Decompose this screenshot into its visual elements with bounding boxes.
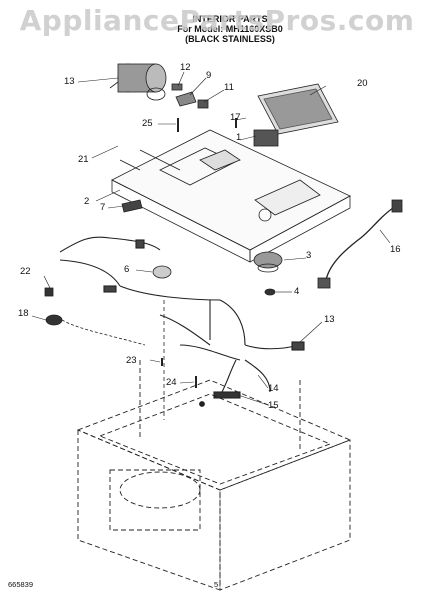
callout-3: 3 [306, 250, 312, 261]
callout-15: 15 [268, 400, 279, 411]
callout-24: 24 [166, 377, 177, 388]
callout-25: 25 [142, 118, 153, 129]
callout-12: 13 [64, 76, 75, 87]
callout-10: 11 [224, 82, 234, 93]
callout-23: 23 [126, 355, 137, 366]
callout-13: 13 [324, 314, 335, 325]
callout-6: 6 [124, 264, 130, 275]
callout-16: 16 [390, 244, 401, 255]
footer-part-code: 665839 [8, 580, 34, 589]
callout-17: 17 [230, 112, 241, 123]
watermark-logo: AppliancePartsPros.com [19, 4, 415, 37]
base-plate-part [111, 129, 351, 263]
title-line-3: (BLACK STAINLESS) [185, 34, 275, 44]
callout-2: 2 [84, 196, 90, 207]
callout-21: 21 [78, 154, 89, 165]
callout-18: 18 [18, 308, 29, 319]
cabinet-outline [76, 360, 352, 591]
callout-20: 20 [357, 78, 368, 89]
diagram-title: INTERIOR PARTS For Model: MH1160XSB0 (BL… [150, 14, 310, 44]
charcoal-filter-part [257, 83, 339, 135]
control-relay-part [253, 129, 279, 147]
page-number: 5 [214, 580, 219, 589]
blower-assembly-part [109, 63, 167, 101]
fan-blade-part [253, 251, 283, 273]
title-line-1: INTERIOR PARTS [192, 14, 268, 24]
callout-4: 4 [294, 286, 300, 297]
callout-14: 14 [268, 383, 279, 394]
power-cord-part [317, 199, 403, 289]
title-line-2: For Model: MH1160XSB0 [177, 24, 283, 34]
callout-9: 9 [206, 70, 212, 81]
leader-lines [31, 71, 391, 406]
wire-harness-part [59, 236, 305, 399]
bracket-parts [171, 83, 209, 109]
callout-1: 1 [236, 132, 242, 143]
callout-22: 22 [20, 266, 31, 277]
callout-7: 7 [100, 202, 106, 213]
callout-11: 12 [180, 62, 191, 73]
